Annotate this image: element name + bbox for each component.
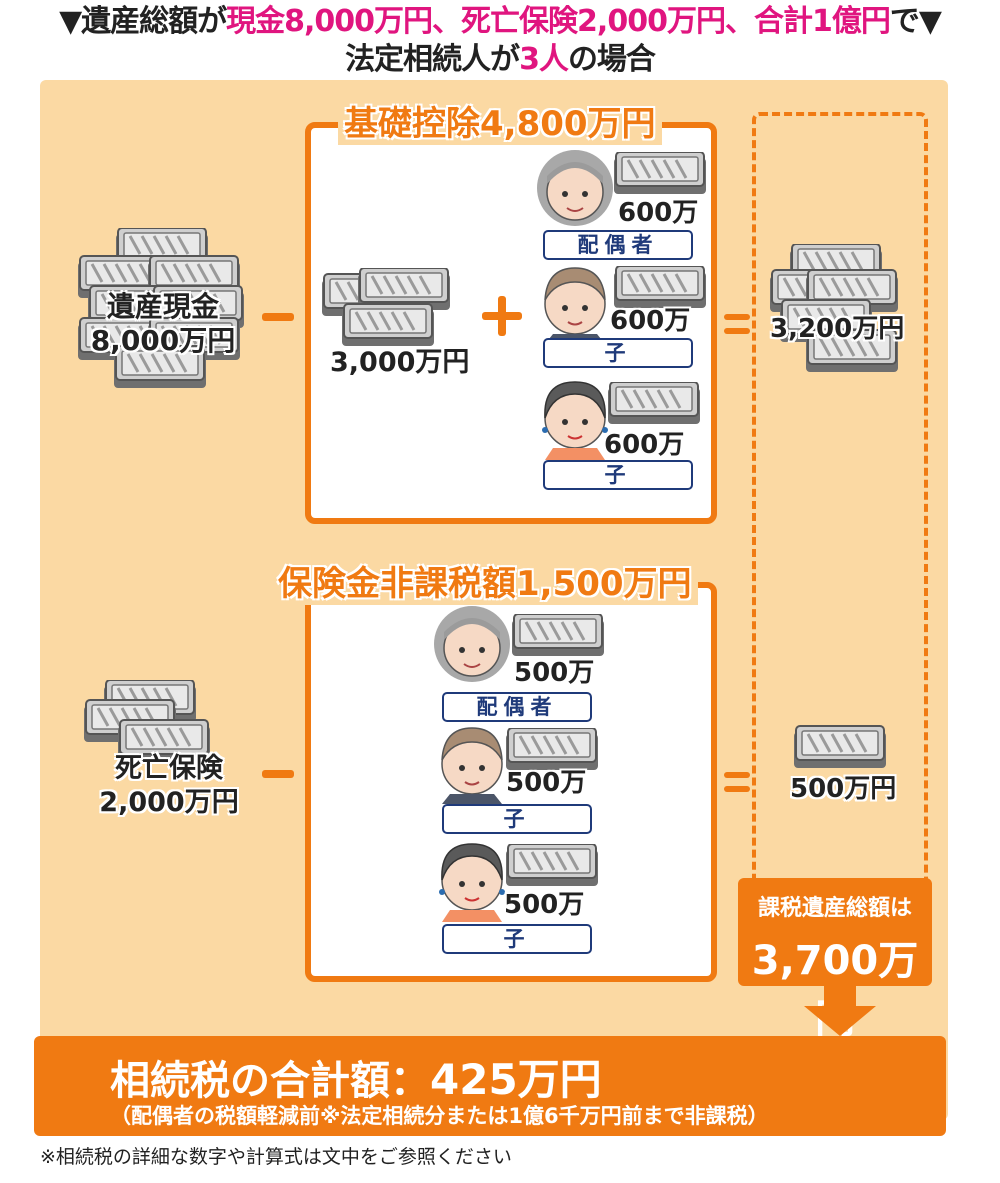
plus-sign-v (498, 296, 506, 336)
heir-role-tag: 子 (543, 460, 693, 490)
money-icon (506, 844, 598, 888)
header-line-1: ▼遺産総額が現金8,000万円、死亡保険2,000万円、合計1億円で▼ (0, 4, 1000, 40)
cash-label-line2: 8,000万円 (90, 324, 236, 357)
insurance-exemption-title: 保険金非課税額1,500万円 (272, 556, 698, 605)
equals-sign-2b (724, 786, 750, 792)
basic-deduction-title: 基礎控除4,800万円 (338, 96, 662, 145)
header-line2-suffix: の場合 (567, 42, 656, 77)
insurance-exemption-result: 500万円 (790, 774, 897, 804)
heir-amount: 500万 (514, 658, 595, 688)
down-arrow-icon (804, 986, 876, 1036)
spouse-avatar-icon (536, 149, 614, 227)
header-line1-suffix: で▼ (889, 4, 942, 39)
heir-role-tag: 子 (442, 924, 592, 954)
header-line2-highlight: 3人 (519, 42, 569, 77)
heir-role-tag: 配偶者 (442, 692, 592, 722)
heir-amount: 600万 (604, 430, 685, 460)
heir-amount: 600万 (618, 198, 699, 228)
child-man-avatar-icon (441, 727, 503, 805)
minus-sign-2 (262, 770, 294, 778)
cash-label-line1: 遺産現金 (106, 290, 219, 323)
taxable-total-line1: 課税遺産総額は (757, 896, 912, 921)
total-tax-label: 相続税の合計額： (110, 1058, 430, 1104)
cash-label: 遺産現金 8,000万円 (78, 290, 248, 358)
total-tax-box: 相続税の合計額：425万円 （配偶者の税額軽減前※法定相続分または1億6千万円前… (34, 1036, 946, 1136)
money-icon (608, 382, 700, 426)
spouse-avatar-icon (433, 605, 511, 683)
header-line2-prefix: 法定相続人が (345, 42, 520, 77)
basic-deduction-result: 3,200万円 (770, 314, 905, 344)
minus-sign-1 (262, 313, 294, 321)
header-line-2: 法定相続人が3人の場合 (0, 42, 1000, 78)
child-woman-avatar-icon (438, 843, 506, 923)
equals-sign-2a (724, 772, 750, 778)
footnote: ※相続税の詳細な数字や計算式は文中をご参照ください (40, 1146, 512, 1168)
total-tax-value: 425万円 (430, 1055, 602, 1104)
header-line1-prefix: ▼遺産総額が (59, 4, 227, 39)
heir-role-tag: 子 (543, 338, 693, 368)
header-line1-highlight: 現金8,000万円、死亡保険2,000万円、合計1億円 (226, 4, 891, 39)
insurance-label-line1: 死亡保険 (115, 753, 223, 784)
child-woman-avatar-icon (541, 381, 609, 461)
heir-role-tag: 配偶者 (543, 230, 693, 260)
heir-amount: 600万 (610, 306, 691, 336)
total-tax-line: 相続税の合計額：425万円 (110, 1046, 602, 1107)
insurance-label: 死亡保険 2,000万円 (84, 752, 254, 820)
taxable-total-box: 課税遺産総額は 3,700万円 (738, 878, 932, 1042)
total-tax-note: （配偶者の税額軽減前※法定相続分または1億6千万円前まで非課税） (110, 1104, 769, 1128)
equals-sign-1a (724, 314, 750, 320)
heir-role-tag: 子 (442, 804, 592, 834)
equals-sign-1b (724, 328, 750, 334)
heir-amount: 500万 (506, 768, 587, 798)
insurance-label-line2: 2,000万円 (99, 787, 239, 818)
insurance-result-money-icon (794, 724, 888, 770)
child-man-avatar-icon (544, 267, 606, 345)
insurance-exemption-box (305, 582, 717, 982)
heir-amount: 500万 (504, 890, 585, 920)
base-amount: 3,000万円 (330, 347, 470, 378)
money-icon (614, 152, 706, 196)
